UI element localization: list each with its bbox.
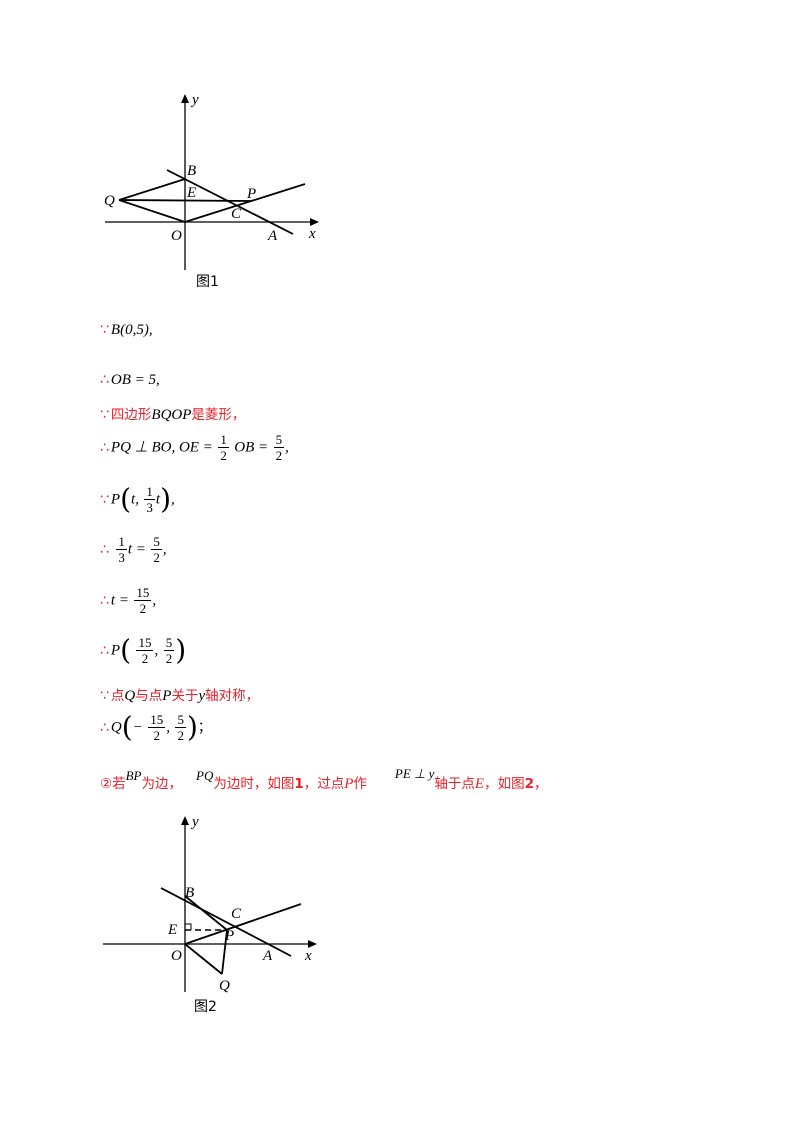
step-ob-length: ∴OB = 5, [100,372,160,388]
therefore-symbol: ∴ [100,642,109,659]
fig1-label-p: P [246,186,256,202]
fig2-label-c: C [231,906,242,922]
fig2-label-o: O [171,948,182,964]
because-symbol: ∵ [100,322,109,338]
step-given-b: ∵B(0,5), [100,322,153,338]
fig1-label-o: O [171,228,182,244]
step-case-two: ②若BP为边，PQ为边时，如图1，过点P作PE ⊥ y轴于点E，如图2， [100,766,548,792]
fig2-label-e: E [167,922,177,938]
figure-1-caption: 图1 [196,274,219,290]
fig2-label-q: Q [219,978,230,994]
because-symbol: ∵ [100,491,109,508]
fig1-label-e: E [186,185,196,201]
fig1-label-c: C [231,206,242,222]
step-symmetry: ∵点Q与点P关于y轴对称， [100,688,260,704]
fig2-label-b: B [185,885,194,901]
figure-1-diagram: y x B E P Q C O A 图1 [104,92,319,290]
therefore-symbol: ∴ [100,439,109,456]
fig2-label-x: x [304,948,312,964]
fig1-label-a: A [267,228,278,244]
therefore-symbol: ∴ [100,592,109,609]
figure-1: y x B E P Q C O A 图1 [95,88,335,298]
step-rhombus: ∵四边形BQOP是菱形， [100,407,246,423]
fig1-label-x: x [308,226,316,242]
fig1-label-q: Q [104,193,115,209]
fig2-label-p: P [224,928,234,944]
figure-2: y x B C E P O A Q 图2 [95,810,335,1020]
fig2-label-a: A [262,948,273,964]
fig1-label-b: B [187,163,196,179]
therefore-symbol: ∴ [100,372,109,388]
fig2-label-y: y [190,814,199,830]
fig1-label-y: y [190,92,199,108]
because-symbol: ∵ [100,688,109,704]
because-symbol: ∵ [100,407,109,423]
figure-2-diagram: y x B C E P O A Q 图2 [103,814,317,1015]
figure-2-caption: 图2 [194,999,217,1015]
therefore-symbol: ∴ [100,541,109,558]
therefore-symbol: ∴ [100,719,109,736]
